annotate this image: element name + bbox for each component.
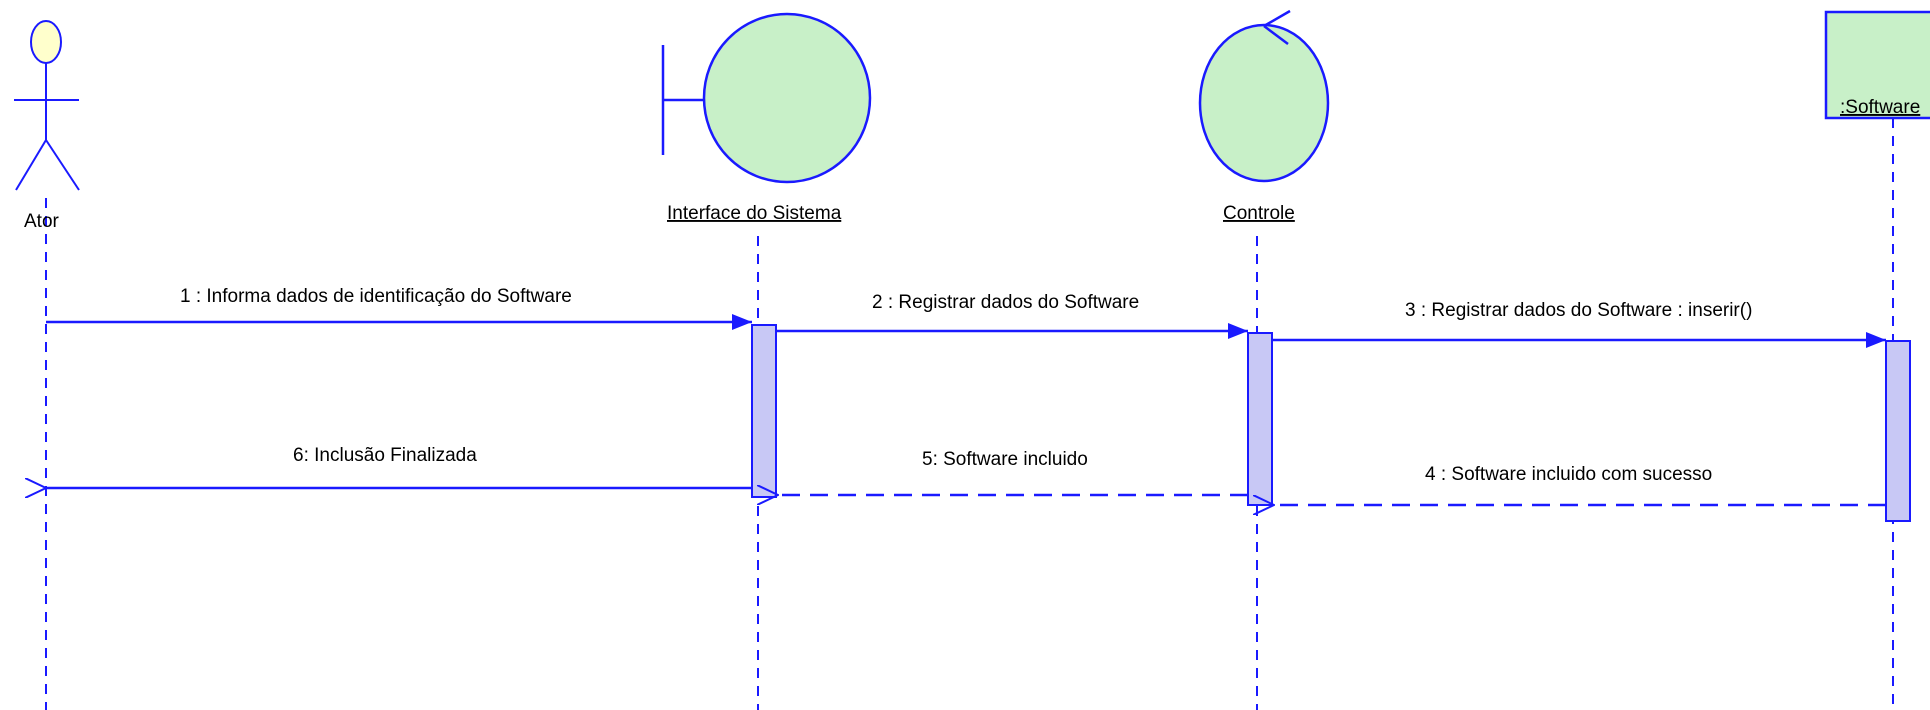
message-1-label: 1 : Informa dados de identificação do So… [180,286,572,307]
actor-head [30,20,62,64]
message-5-label: 5: Software incluido [922,449,1088,470]
software-object-box [1824,10,1930,120]
message-6-label: 6: Inclusão Finalizada [293,445,477,466]
control-icon [1198,9,1330,183]
interface-label: Interface do Sistema [667,203,842,224]
message-4-label: 4 : Software incluido com sucesso [1425,464,1712,485]
controle-label: Controle [1223,203,1295,224]
activation-interface [751,324,777,498]
activation-controle [1247,332,1273,506]
message-2-label: 2 : Registrar dados do Software [872,292,1139,313]
message-3-label: 3 : Registrar dados do Software : inseri… [1405,300,1752,321]
actor-figure [14,20,80,191]
activation-software [1885,340,1911,522]
software-object-label: :Software [1840,97,1920,118]
actor-label: Ator [24,211,60,232]
boundary-icon [661,12,872,184]
